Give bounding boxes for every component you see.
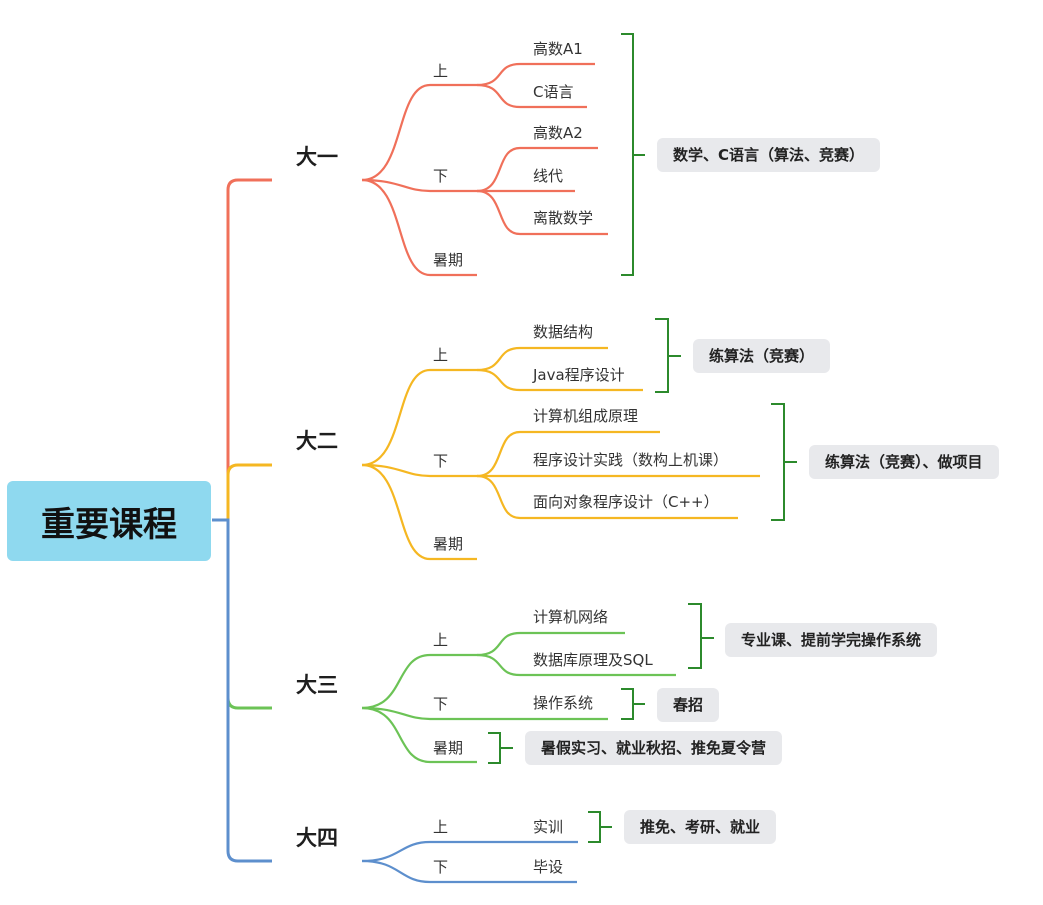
course-label[interactable]: 计算机网络 <box>533 608 609 626</box>
term-label[interactable]: 下 <box>433 695 449 713</box>
trunk-y4 <box>212 518 272 863</box>
course-label[interactable]: 面向对象程序设计（C++） <box>533 493 719 511</box>
year-label-3[interactable]: 大三 <box>296 673 338 697</box>
year-label-1[interactable]: 大一 <box>296 145 338 169</box>
course-label[interactable]: 程序设计实践（数构上机课） <box>533 451 729 469</box>
summary-brackets <box>488 33 797 843</box>
term-label[interactable]: 暑期 <box>433 251 464 269</box>
term-label[interactable]: 暑期 <box>433 739 464 757</box>
summary-note[interactable]: 练算法（竞赛） <box>693 339 831 373</box>
branch-y1 <box>361 62 608 277</box>
trunk-y2 <box>226 463 272 520</box>
root-node[interactable]: 重要课程 <box>7 481 211 561</box>
course-label[interactable]: 操作系统 <box>533 694 594 712</box>
summary-note[interactable]: 春招 <box>657 688 720 722</box>
term-label[interactable]: 下 <box>433 858 449 876</box>
summary-note[interactable]: 推免、考研、就业 <box>624 810 777 844</box>
trunk-y1 <box>226 178 272 520</box>
branch-y3 <box>361 631 676 764</box>
summary-note[interactable]: 数学、C语言（算法、竞赛） <box>657 138 881 172</box>
year-label-2[interactable]: 大二 <box>296 429 338 453</box>
course-label[interactable]: 线代 <box>533 167 564 185</box>
term-label[interactable]: 上 <box>433 818 449 836</box>
course-label[interactable]: 高数A1 <box>533 40 583 58</box>
branch-y2 <box>361 346 760 561</box>
term-label[interactable]: 上 <box>433 62 449 80</box>
summary-note[interactable]: 暑假实习、就业秋招、推免夏令营 <box>525 731 783 765</box>
term-label[interactable]: 上 <box>433 346 449 364</box>
course-label[interactable]: 实训 <box>533 818 564 836</box>
trunk-y3 <box>226 520 272 710</box>
course-label[interactable]: Java程序设计 <box>533 366 625 384</box>
term-label[interactable]: 上 <box>433 631 449 649</box>
term-label[interactable]: 暑期 <box>433 535 464 553</box>
course-label[interactable]: 毕设 <box>533 858 564 876</box>
course-label[interactable]: 数据库原理及SQL <box>533 651 653 669</box>
term-label[interactable]: 下 <box>433 167 449 185</box>
summary-note[interactable]: 专业课、提前学完操作系统 <box>725 623 938 657</box>
course-label[interactable]: C语言 <box>533 83 574 101</box>
term-label[interactable]: 下 <box>433 452 449 470</box>
course-label[interactable]: 高数A2 <box>533 124 583 142</box>
branch-y4 <box>361 840 578 884</box>
summary-note[interactable]: 练算法（竞赛）、做项目 <box>809 445 999 479</box>
root-title: 重要课程 <box>41 504 177 545</box>
year-label-4[interactable]: 大四 <box>296 826 338 850</box>
course-label[interactable]: 离散数学 <box>533 209 594 227</box>
course-label[interactable]: 数据结构 <box>533 323 594 341</box>
course-label[interactable]: 计算机组成原理 <box>533 407 639 425</box>
